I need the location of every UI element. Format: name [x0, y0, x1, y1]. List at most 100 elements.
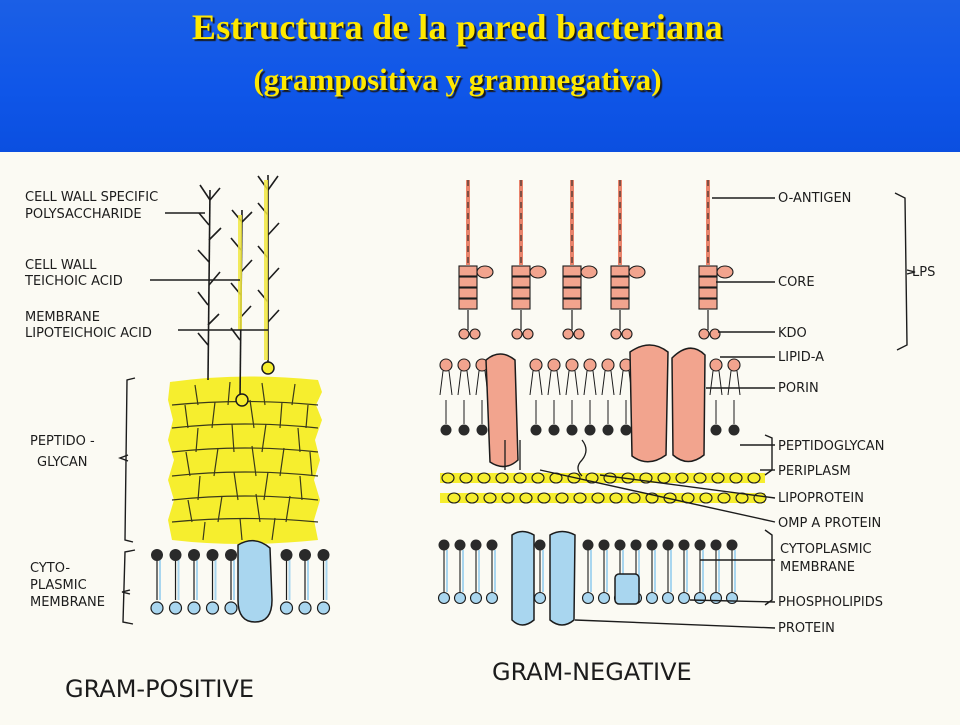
phospholipid-head — [548, 424, 560, 436]
phospholipid-head — [151, 549, 163, 561]
core-sugar — [562, 287, 582, 299]
phospholipid-head — [316, 601, 331, 615]
peptidoglycan-bead — [519, 492, 533, 504]
peptidoglycan-bead — [465, 492, 479, 504]
phospholipid-head — [469, 591, 483, 605]
phospholipid-head — [437, 591, 451, 605]
gp-leader-lines — [118, 212, 268, 625]
phospholipid-head — [188, 549, 200, 561]
phospholipid-head — [726, 539, 738, 551]
phospholipid-head — [728, 424, 740, 436]
phospholipid-head — [598, 539, 610, 551]
page-title: Estructura de la pared bacteriana — [191, 7, 724, 47]
label-gn-membrane-2: MEMBRANE — [780, 560, 855, 575]
peptidoglycan-bead — [747, 472, 761, 484]
gp-peptidoglycan-grid — [171, 381, 319, 541]
kdo-sugar — [469, 328, 481, 340]
label-polysaccharide-1: CELL WALL SPECIFIC — [25, 190, 158, 205]
label-lipoteichoic-1: MEMBRANE — [25, 310, 100, 325]
phospholipid-head — [694, 539, 706, 551]
label-gp-membrane-1: CYTO- — [30, 561, 70, 576]
label-lipid-a: LIPID-A — [778, 350, 824, 365]
gn-outer-membrane — [439, 358, 741, 436]
gn-cytoplasmic-membrane — [437, 539, 739, 605]
core-sugar — [698, 298, 718, 310]
lipid-tail — [583, 370, 597, 396]
core-sugar — [562, 276, 582, 288]
phospholipid-head — [597, 591, 611, 605]
gn-lps-cores — [458, 265, 734, 340]
core-sugar — [610, 287, 630, 299]
gn-membrane-protein-2 — [549, 530, 576, 626]
core-sugar — [458, 265, 478, 277]
phospholipid-head — [620, 424, 632, 436]
peptidoglycan-bead — [693, 472, 707, 484]
core-sugar — [716, 265, 734, 279]
lipid-a-head — [565, 358, 579, 372]
core-sugar — [511, 287, 531, 299]
lipid-a-head — [583, 358, 597, 372]
gn-porin-middle — [629, 344, 669, 463]
phospholipid-head — [299, 549, 311, 561]
lipoprotein-link — [504, 439, 587, 477]
core-sugar — [562, 298, 582, 310]
core-sugar — [628, 265, 646, 279]
label-o-antigen: O-ANTIGEN — [778, 191, 851, 206]
kdo-sugar — [562, 328, 574, 340]
lipid-tail — [547, 370, 561, 396]
phospholipid-head — [566, 424, 578, 436]
phospholipid-head — [630, 539, 642, 551]
cell-wall-diagram: CELL WALL SPECIFIC POLYSACCHARIDE CELL W… — [0, 152, 960, 720]
label-gp-membrane-3: MEMBRANE — [30, 595, 105, 610]
core-sugar — [698, 276, 718, 288]
gram-positive-caption: GRAM-POSITIVE — [65, 675, 254, 703]
gn-porin-right — [671, 347, 706, 463]
peptidoglycan-bead — [441, 472, 455, 484]
core-sugar — [511, 265, 531, 277]
label-omp-a: OMP A PROTEIN — [778, 516, 881, 531]
core-sugar — [511, 298, 531, 310]
diagram-svg: CELL WALL SPECIFIC POLYSACCHARIDE CELL W… — [24, 175, 935, 703]
label-kdo: KDO — [778, 326, 807, 341]
phospholipid-head — [534, 539, 546, 551]
phospholipid-head — [602, 424, 614, 436]
phospholipid-head — [725, 591, 739, 605]
label-phospholipids: PHOSPHOLIPIDS — [778, 595, 883, 610]
kdo-sugar — [511, 328, 523, 340]
peptidoglycan-bead — [627, 492, 641, 504]
core-sugar — [610, 298, 630, 310]
lipid-a-head — [601, 358, 615, 372]
label-core: CORE — [778, 275, 815, 290]
lipid-a-head — [439, 358, 453, 372]
gram-negative-panel: O-ANTIGEN CORE LPS KDO LIPID-A PORIN PEP… — [437, 180, 935, 686]
phospholipid-head — [458, 424, 470, 436]
label-teichoic-2: TEICHOIC ACID — [24, 274, 123, 289]
lipid-tail — [709, 370, 723, 396]
phospholipid-head — [169, 549, 182, 561]
peptidoglycan-bead — [513, 472, 527, 484]
phospholipid-head — [693, 591, 707, 605]
phospholipid-head — [317, 549, 330, 561]
label-porin: PORIN — [778, 381, 819, 396]
core-sugar — [476, 265, 494, 279]
core-sugar — [562, 265, 582, 277]
lipid-a-head — [547, 358, 561, 372]
kdo-sugar — [698, 328, 710, 340]
lipid-a-head — [709, 358, 723, 372]
core-sugar — [698, 265, 718, 277]
core-sugar — [458, 287, 478, 299]
gn-porin-left — [485, 353, 519, 468]
lipid-a-head — [529, 358, 543, 372]
lipid-tail — [601, 370, 615, 396]
label-polysaccharide-2: POLYSACCHARIDE — [25, 207, 142, 222]
phospholipid-head — [438, 539, 450, 551]
title-banner: Estructura de la pared bacteriana (gramp… — [0, 0, 960, 152]
lipid-tail — [727, 370, 741, 396]
label-gp-membrane-2: PLASMIC — [30, 578, 87, 593]
phospholipid-head — [710, 539, 722, 551]
phospholipid-head — [645, 591, 659, 605]
label-gn-membrane-1: CYTOPLASMIC — [780, 542, 872, 557]
peptidoglycan-bead — [459, 472, 473, 484]
lipid-tail — [457, 370, 471, 396]
phospholipid-head — [279, 601, 294, 615]
